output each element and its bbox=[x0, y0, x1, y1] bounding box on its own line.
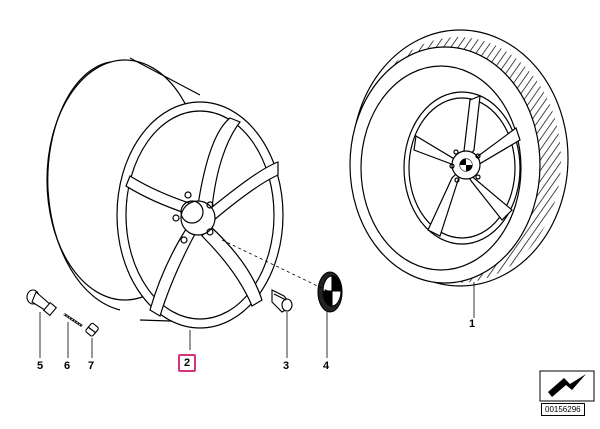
valve-drawing bbox=[26, 289, 99, 337]
part-label-1: 1 bbox=[469, 318, 476, 330]
part-label-5: 5 bbox=[37, 360, 44, 372]
tire-wheel-drawing bbox=[349, 29, 569, 287]
part-label-2: 2 bbox=[178, 354, 197, 372]
document-number: 00156296 bbox=[541, 403, 585, 416]
part-label-7: 7 bbox=[88, 360, 95, 372]
leader-lines bbox=[39, 239, 475, 358]
hub-cap-drawing bbox=[317, 271, 343, 313]
part-label-6: 6 bbox=[64, 360, 71, 372]
part-label-4: 4 bbox=[323, 360, 330, 372]
wheel-bolt-drawing bbox=[271, 289, 293, 313]
wheel-rim-drawing bbox=[46, 57, 284, 329]
part-label-3: 3 bbox=[283, 360, 290, 372]
arrow-icon bbox=[539, 370, 595, 402]
